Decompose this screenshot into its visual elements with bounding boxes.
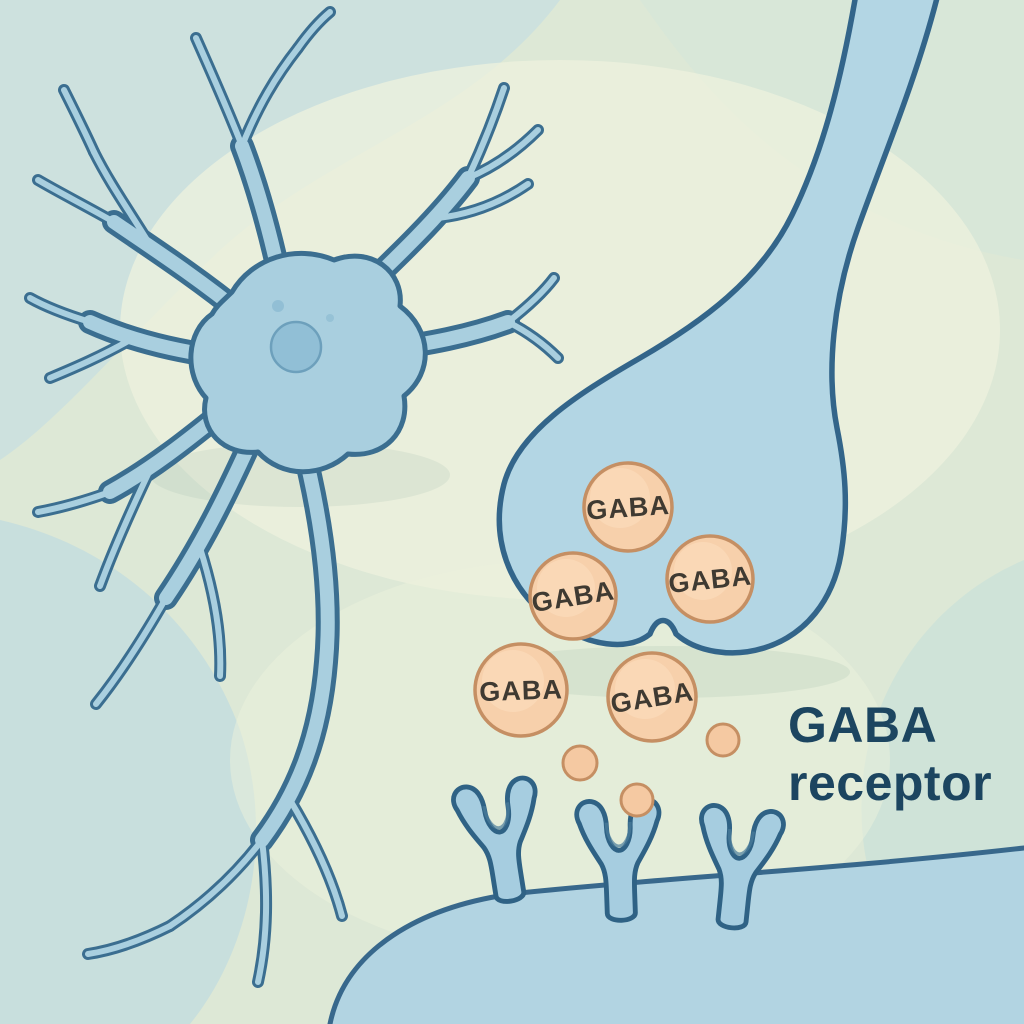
caption: GABA receptor — [788, 697, 992, 811]
gaba-molecule — [705, 722, 741, 758]
gaba-vesicles: GABA GABA GABA — [528, 461, 755, 641]
dendrite-twig — [97, 467, 153, 589]
gaba-vesicle: GABA — [528, 551, 618, 641]
vesicle-label: GABA — [479, 674, 563, 707]
vesicle-highlight — [537, 559, 595, 617]
membrane-body — [330, 848, 1024, 1024]
vesicle-highlight — [615, 659, 675, 719]
axon-branch — [167, 837, 265, 929]
gaba-vesicle: GABA — [582, 461, 674, 553]
gaba-vesicle: GABA — [665, 534, 755, 624]
nucleus-speckle — [272, 300, 284, 312]
dendrite-twig — [47, 337, 133, 381]
nucleus-speckle — [326, 314, 334, 322]
dendrite-twigs-fill — [27, 9, 561, 985]
dendrite-twig — [93, 595, 169, 707]
dendrite-twig — [35, 177, 117, 225]
vesicle-highlight — [674, 542, 732, 600]
receptor-notch — [727, 828, 755, 856]
cleft-gaba: GABA GABA — [473, 642, 741, 818]
neuron-nucleus — [269, 320, 323, 374]
dendrite-twig — [91, 149, 155, 251]
gaba-vesicle: GABA — [473, 642, 569, 738]
gaba-receptor — [574, 797, 662, 923]
dendrite-twig — [465, 127, 541, 181]
neuron — [24, 6, 564, 988]
gaba-molecule — [561, 744, 599, 782]
vesicle-label: GABA — [585, 490, 670, 526]
dendrite-twig — [35, 489, 113, 515]
dendrite-trunk — [159, 427, 261, 605]
gaba-molecule — [619, 782, 655, 818]
caption-line2: receptor — [788, 755, 992, 811]
dendrite-twig — [193, 35, 245, 149]
axon-branch — [287, 797, 345, 919]
axon-branch — [85, 923, 173, 957]
postsynaptic-membrane — [327, 845, 1024, 1024]
gaba-vesicle: GABA — [606, 651, 698, 743]
dendrite-twig — [239, 45, 301, 149]
receptor-notch — [482, 802, 510, 830]
dendrite-twig — [27, 295, 93, 325]
vesicle-highlight — [590, 468, 650, 528]
dendrite-twig — [295, 9, 333, 51]
dendrite-twig — [505, 319, 561, 361]
dendrite-twig — [197, 545, 224, 679]
background-wave-bottom-left — [0, 520, 256, 1024]
gaba-receptor — [451, 775, 538, 904]
dendrite-twig — [465, 85, 507, 181]
axon-branch — [255, 837, 270, 985]
receptor-notch — [604, 821, 632, 848]
dendrite-twig — [435, 181, 531, 221]
membrane-edge — [327, 845, 1024, 1024]
axon-trunk — [255, 435, 335, 847]
vesicle-highlight — [482, 650, 544, 712]
caption-line1: GABA — [788, 697, 937, 753]
dendrite-twig — [505, 275, 557, 325]
gaba-receptors — [451, 775, 786, 931]
dendrite-twig — [61, 87, 97, 155]
gaba-receptor — [699, 803, 786, 931]
